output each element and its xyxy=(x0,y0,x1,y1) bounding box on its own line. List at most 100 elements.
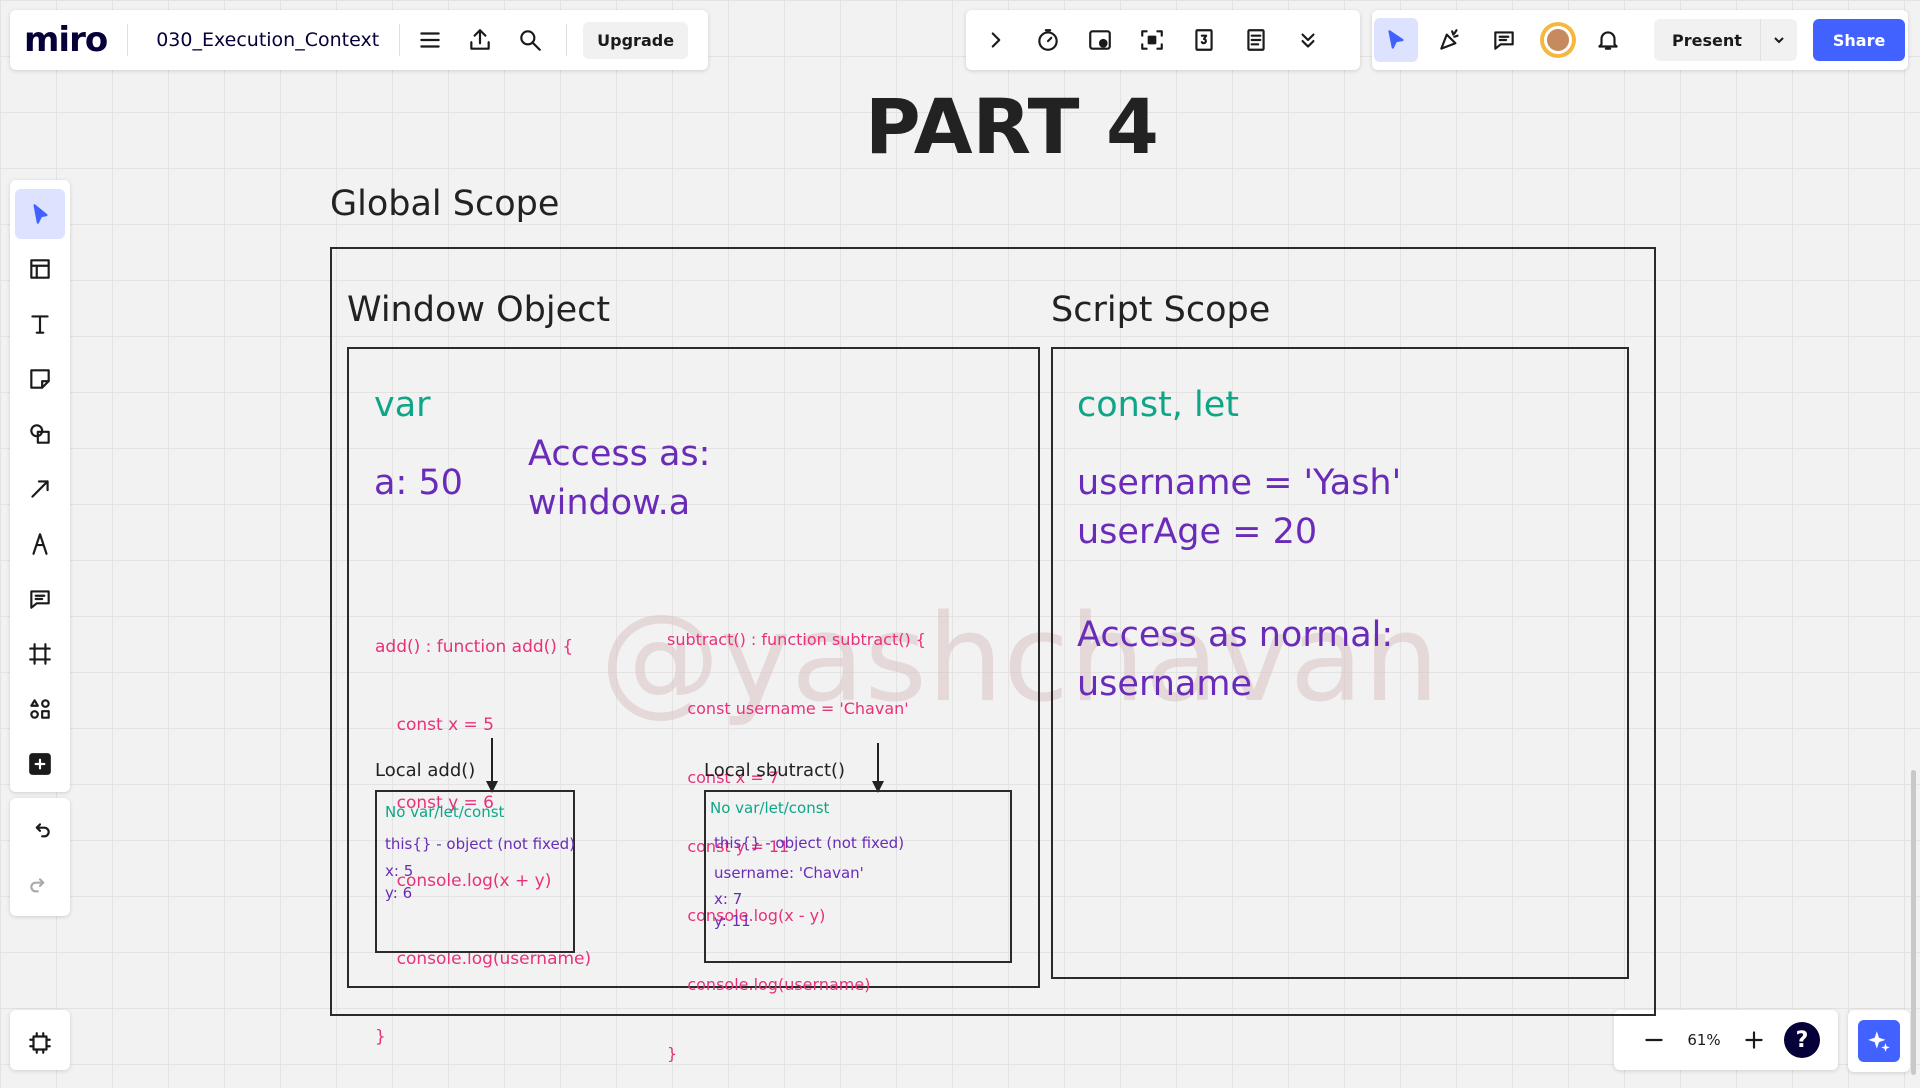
select-icon[interactable] xyxy=(15,189,65,239)
add-function-code[interactable]: add() : function add() { const x = 5 con… xyxy=(375,582,591,1076)
code-line: const x = 5 xyxy=(375,715,494,735)
miro-logo[interactable]: miro xyxy=(24,20,108,60)
redo-icon[interactable] xyxy=(15,862,65,912)
zoom-level[interactable]: 61% xyxy=(1687,1031,1721,1049)
divider xyxy=(127,24,129,56)
pen-icon[interactable] xyxy=(15,519,65,569)
frames-panel-icon[interactable] xyxy=(15,1018,65,1068)
zoom-controls: 61% ? xyxy=(1614,1010,1838,1070)
access-as-label[interactable]: Access as: xyxy=(528,434,711,474)
vertical-scrollbar[interactable] xyxy=(1911,770,1916,1075)
access-normal-label[interactable]: Access as normal: xyxy=(1077,615,1394,655)
frames-toolbar xyxy=(10,1010,70,1070)
menu-icon[interactable] xyxy=(408,18,452,62)
focus-icon[interactable] xyxy=(1130,18,1174,62)
code-line: const y = 11 xyxy=(667,837,790,856)
apps-icon[interactable] xyxy=(15,684,65,734)
local-add-y[interactable]: y: 6 xyxy=(385,884,413,902)
arrow-connector[interactable] xyxy=(491,738,493,783)
ai-assist-button[interactable] xyxy=(1848,1010,1910,1072)
code-line: console.log(x + y) xyxy=(375,871,552,891)
window-object-frame[interactable] xyxy=(347,347,1040,988)
code-line: } xyxy=(375,1027,386,1047)
a-value[interactable]: a: 50 xyxy=(374,463,463,503)
subtract-function-code[interactable]: subtract() : function subtract() { const… xyxy=(667,582,926,1088)
code-line: console.log(username) xyxy=(375,949,592,969)
add-icon[interactable] xyxy=(15,739,65,789)
local-add-label[interactable]: Local add() xyxy=(375,760,476,781)
comments-icon[interactable] xyxy=(1482,18,1526,62)
sticky-note-icon[interactable] xyxy=(15,354,65,404)
cursor-select-icon[interactable] xyxy=(1374,18,1418,62)
code-line: console.log(x - y) xyxy=(667,906,826,925)
local-add-this[interactable]: this{} - object (not fixed) xyxy=(385,835,576,853)
arrow-connector[interactable] xyxy=(877,743,879,783)
export-icon[interactable] xyxy=(458,18,502,62)
code-line: } xyxy=(667,1044,678,1063)
board-header: miro 030_Execution_Context Upgrade xyxy=(10,10,708,70)
userage-value[interactable]: userAge = 20 xyxy=(1077,512,1318,552)
code-line: console.log(username) xyxy=(667,975,871,994)
more-chevron-icon[interactable] xyxy=(1286,18,1330,62)
frame-icon[interactable] xyxy=(15,629,65,679)
watermark: @yashchavan xyxy=(600,590,1440,729)
divider xyxy=(399,24,401,56)
present-button[interactable]: Present xyxy=(1654,19,1797,61)
share-button[interactable]: Share xyxy=(1812,19,1906,61)
arrow-icon[interactable] xyxy=(15,464,65,514)
history-toolbar xyxy=(10,798,70,916)
chevron-down-icon[interactable] xyxy=(1759,19,1797,61)
local-add-novar[interactable]: No var/let/const xyxy=(385,803,505,821)
templates-icon[interactable] xyxy=(15,244,65,294)
local-add-x[interactable]: x: 5 xyxy=(385,862,414,880)
shapes-icon[interactable] xyxy=(15,409,65,459)
divider xyxy=(566,24,568,56)
avatar-face xyxy=(1544,26,1572,54)
notes-icon[interactable] xyxy=(1234,18,1278,62)
collaboration-toolbar xyxy=(966,10,1360,70)
help-button[interactable]: ? xyxy=(1784,1022,1820,1058)
const-let-label[interactable]: const, let xyxy=(1077,385,1240,425)
undo-icon[interactable] xyxy=(15,807,65,857)
zoom-in-icon[interactable] xyxy=(1732,1018,1776,1062)
video-chat-icon[interactable] xyxy=(1078,18,1122,62)
text-icon[interactable] xyxy=(15,299,65,349)
local-subtract-novar[interactable]: No var/let/const xyxy=(710,799,830,817)
comment-icon[interactable] xyxy=(15,574,65,624)
present-label: Present xyxy=(1672,30,1742,50)
local-subtract-x[interactable]: x: 7 xyxy=(714,890,743,908)
zoom-out-icon[interactable] xyxy=(1632,1018,1676,1062)
code-line: add() : function add() { xyxy=(375,637,574,657)
bell-icon[interactable] xyxy=(1586,18,1630,62)
session-toolbar: Present Share xyxy=(1372,10,1908,70)
counter-icon[interactable] xyxy=(1182,18,1226,62)
code-line: subtract() : function subtract() { xyxy=(667,630,926,649)
access-normal-username[interactable]: username xyxy=(1077,664,1252,704)
left-toolbar xyxy=(10,180,70,792)
chevron-right-icon[interactable] xyxy=(974,18,1018,62)
part-title[interactable]: PART 4 xyxy=(865,82,1159,171)
window-a-label[interactable]: window.a xyxy=(528,483,691,523)
global-scope-label[interactable]: Global Scope xyxy=(330,184,560,224)
local-subtract-this[interactable]: this{} - object (not fixed) xyxy=(714,834,905,852)
script-scope-label[interactable]: Script Scope xyxy=(1051,290,1271,330)
global-scope-frame[interactable] xyxy=(330,247,1656,1016)
local-add-frame[interactable] xyxy=(375,790,575,953)
code-line: const x = 7 xyxy=(667,768,779,787)
var-label[interactable]: var xyxy=(374,385,431,425)
username-value[interactable]: username = 'Yash' xyxy=(1077,463,1402,503)
board-title[interactable]: 030_Execution_Context xyxy=(156,29,380,51)
local-subtract-frame[interactable] xyxy=(704,790,1012,963)
celebrate-icon[interactable] xyxy=(1428,18,1472,62)
local-subtract-label[interactable]: Local sbutract() xyxy=(704,760,846,781)
timer-icon[interactable] xyxy=(1026,18,1070,62)
upgrade-button[interactable]: Upgrade xyxy=(583,21,689,59)
search-icon[interactable] xyxy=(508,18,552,62)
sparkle-icon xyxy=(1858,1020,1900,1062)
code-line: const y = 6 xyxy=(375,793,494,813)
local-subtract-username[interactable]: username: 'Chavan' xyxy=(714,864,864,882)
window-object-label[interactable]: Window Object xyxy=(347,290,611,330)
local-subtract-y[interactable]: y: 11 xyxy=(714,912,751,930)
avatar[interactable] xyxy=(1540,22,1576,58)
script-scope-frame[interactable] xyxy=(1051,347,1629,979)
